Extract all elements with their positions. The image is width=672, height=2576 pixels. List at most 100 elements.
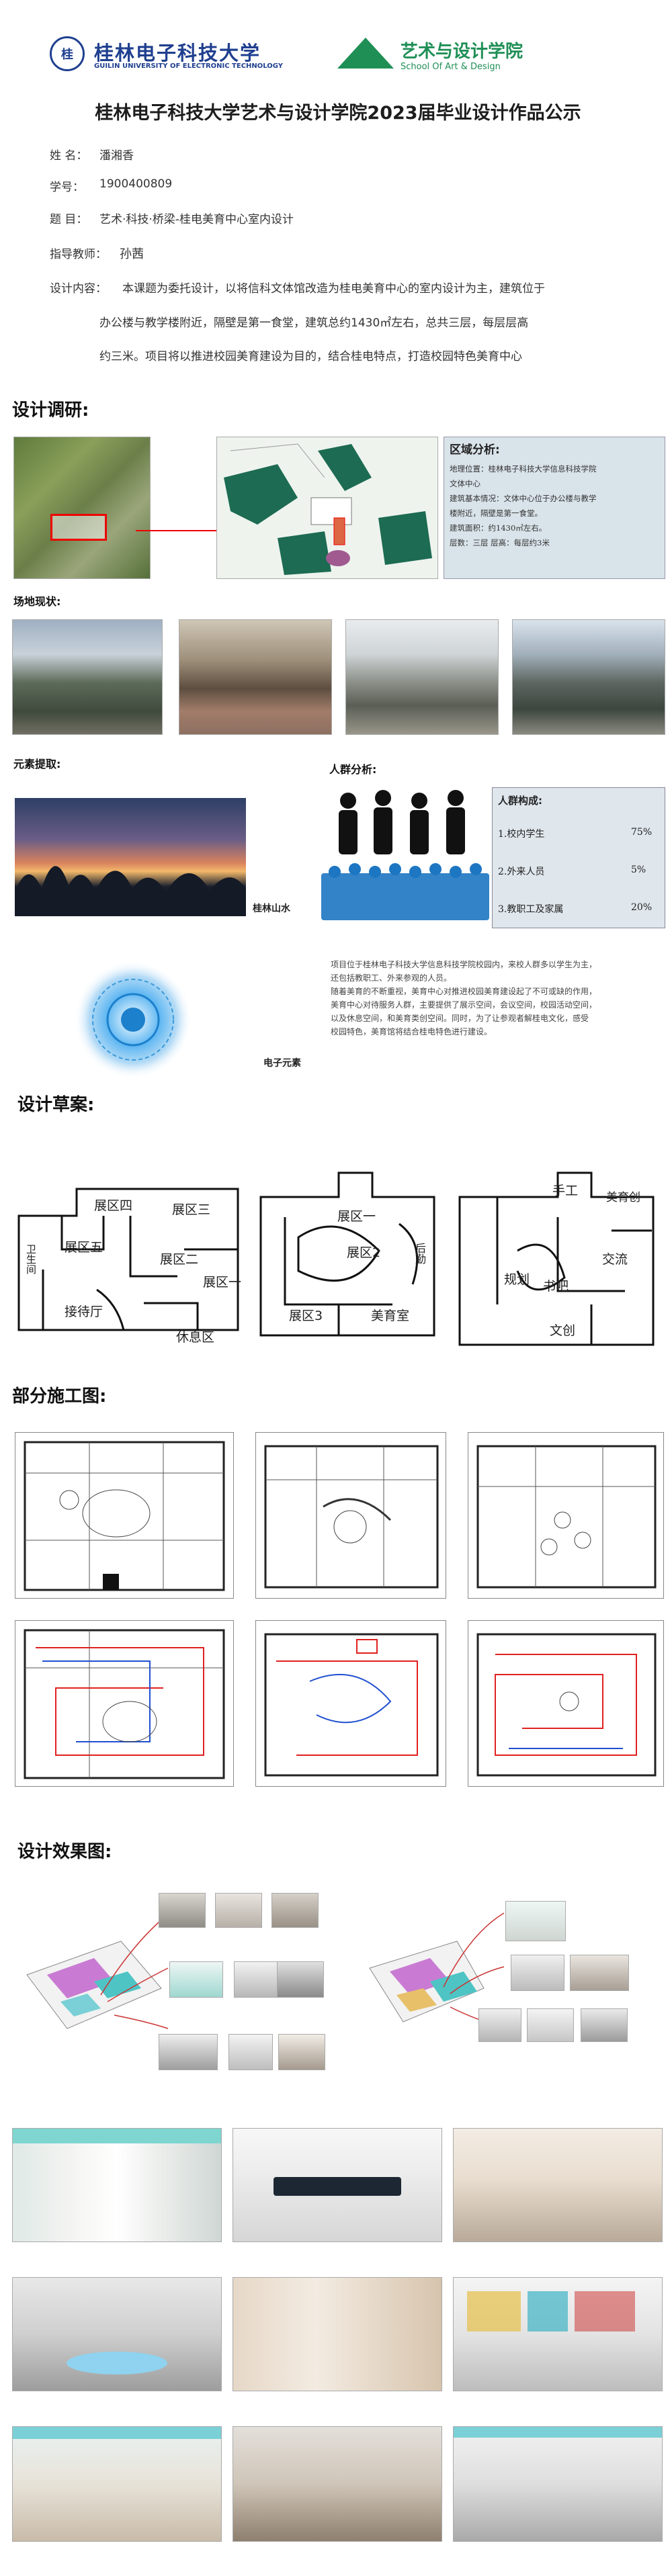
sketch-label: 展区三 xyxy=(172,1202,211,1217)
render-image xyxy=(12,2128,222,2242)
sketch-label: 展区一 xyxy=(203,1275,242,1290)
sketch-label: 展区一 xyxy=(337,1209,376,1224)
id-value: 1900400809 xyxy=(99,177,173,191)
name-value: 潘湘香 xyxy=(99,149,134,163)
university-name-en: GUILIN UNIVERSITY OF ELECTRONIC TECHNOLO… xyxy=(94,62,284,70)
electronic-element-label: 电子元素 xyxy=(263,1058,301,1069)
render-image xyxy=(12,2277,222,2391)
sketch-label: 美育室 xyxy=(371,1308,410,1323)
crowd-composition-box: 人群构成: 1.校内学生 75% 2.外来人员 5% 3.教职工及家属 20% xyxy=(492,787,665,928)
sketch-label: 文创 xyxy=(550,1323,576,1338)
render-thumb xyxy=(511,1955,564,1991)
construction-plan-2 xyxy=(255,1432,446,1599)
content-line-2: 办公楼与教学楼附近，隔壁是第一食堂，建筑总约1430㎡左右，总共三层，每层层高 xyxy=(99,316,529,330)
sketch-label: 规划 xyxy=(504,1272,530,1287)
id-label: 学号： xyxy=(50,181,84,194)
crowd-para-line: 还包括教职工、外来参观的人员。 xyxy=(331,973,452,983)
render-thumb xyxy=(215,1893,262,1928)
sketch-label: 展区二 xyxy=(160,1252,199,1267)
area-line: 层数：三层 层高：每层约3米 xyxy=(450,538,550,547)
crowd-item-label: 3.教职工及家属 xyxy=(498,904,564,915)
render-image xyxy=(453,2128,663,2242)
highlight-box xyxy=(50,514,107,541)
sketch-label: 手工 xyxy=(552,1184,579,1198)
floor-plan-graphic xyxy=(24,1441,225,1591)
element-extraction-title: 元素提取: xyxy=(13,758,61,770)
render-image xyxy=(233,2128,442,2242)
render-image xyxy=(453,2426,663,2542)
school-logo-icon xyxy=(337,38,394,69)
render-thumb xyxy=(505,1901,566,1941)
site-photo-1 xyxy=(12,619,163,735)
construction-plan-1 xyxy=(15,1432,234,1599)
area-line: 文体中心 xyxy=(450,479,480,488)
sketch-plan-3 xyxy=(458,1171,655,1346)
guilin-landscape-image xyxy=(15,798,246,916)
render-thumb xyxy=(527,2008,574,2042)
circulation-plan-3 xyxy=(468,1620,664,1787)
sketch-plan-1 xyxy=(17,1188,239,1331)
sketch-label: 休息区 xyxy=(176,1330,215,1345)
sketch-label: 接待厅 xyxy=(65,1304,103,1319)
electronic-element-graphic xyxy=(74,961,192,1079)
sketch-label: 展区四 xyxy=(94,1198,133,1213)
circulation-graphic xyxy=(476,1633,657,1777)
crowd-analysis-title: 人群分析: xyxy=(329,763,377,776)
site-photo-4 xyxy=(512,619,665,735)
mountain-silhouette-icon xyxy=(15,866,246,916)
render-thumb xyxy=(169,1961,223,1998)
render-thumb xyxy=(228,2034,273,2070)
render-thumb xyxy=(159,2034,218,2070)
render-thumb xyxy=(581,2008,628,2042)
render-thumb xyxy=(278,2034,325,2070)
content-line-1: 本课题为委托设计，以将信科文体馆改造为桂电美育中心的室内设计为主，建筑位于 xyxy=(122,282,545,296)
area-line: 地理位置：桂林电子科技大学信息科技学院 xyxy=(450,464,597,474)
render-thumb xyxy=(277,1961,324,1998)
sketch-label: 交流 xyxy=(602,1252,628,1267)
render-thumb xyxy=(271,1893,319,1928)
research-section-title: 设计调研: xyxy=(12,400,89,420)
content-label: 设计内容： xyxy=(50,282,107,296)
advisor-label: 指导教师： xyxy=(50,248,107,261)
area-analysis-box: 区域分析: 地理位置：桂林电子科技大学信息科技学院 文体中心 建筑基本情况：文体… xyxy=(444,437,665,579)
circulation-plan-2 xyxy=(255,1620,446,1787)
crowd-para-line: 以及休息空间，和美育类创空间。同时，为了让参观者解桂电文化，感受 xyxy=(331,1014,589,1023)
crowd-item-label: 1.校内学生 xyxy=(498,829,545,840)
school-name-cn: 艺术与设计学院 xyxy=(401,42,523,62)
render-image xyxy=(233,2426,442,2542)
area-line: 建筑基本情况：文体中心位于办公楼与教学 xyxy=(450,494,597,503)
satellite-map-image xyxy=(13,437,151,579)
site-photo-3 xyxy=(345,619,499,735)
render-section-title: 设计效果图: xyxy=(17,1842,112,1862)
area-analysis-title: 区域分析: xyxy=(450,443,500,457)
page-title: 桂林电子科技大学艺术与设计学院2023届毕业设计作品公示 xyxy=(95,103,581,124)
circulation-plan-1 xyxy=(15,1620,234,1787)
crowd-para-line: 项目位于桂林电子科技大学信息科技学院校园内，来校人群多以学生为主， xyxy=(331,960,597,969)
sketch-label: 展区2 xyxy=(347,1245,381,1260)
area-line: 建筑面积：约1430㎡左右。 xyxy=(450,523,547,533)
crowd-para-line: 随着美育的不断重视，美育中心对推进校园美育建设起了不可或缺的作用， xyxy=(331,987,597,996)
area-analysis-text: 地理位置：桂林电子科技大学信息科技学院 文体中心 建筑基本情况：文体中心位于办公… xyxy=(450,461,663,550)
sketch-label: 卫生间 xyxy=(25,1244,37,1274)
site-photo-2 xyxy=(179,619,332,735)
sketch-section-title: 设计草案: xyxy=(17,1095,95,1115)
crowd-composition-title: 人群构成: xyxy=(498,795,542,807)
campus-plan-image xyxy=(216,437,438,579)
site-status-title: 场地现状: xyxy=(13,595,61,608)
name-label: 姓 名： xyxy=(50,149,88,163)
circulation-graphic xyxy=(24,1629,225,1779)
pointer-arrow-icon xyxy=(136,527,222,535)
area-line: 楼附近，隔壁是第一食堂。 xyxy=(450,508,542,518)
crowd-item-pct: 75% xyxy=(631,827,653,838)
render-thumb xyxy=(478,2008,521,2042)
crowd-item-pct: 20% xyxy=(631,902,653,913)
university-name-cn: 桂林电子科技大学 xyxy=(94,42,261,64)
crowd-analysis-paragraph: 项目位于桂林电子科技大学信息科技学院校园内，来校人群多以学生为主， 还包括教职工… xyxy=(331,958,665,1038)
university-seal-icon: 桂 xyxy=(50,36,85,71)
content-line-3: 约三米。项目将以推进校园美育建设为目的，结合桂电特点，打造校园特色美育中心 xyxy=(99,350,522,363)
axonometric-plan-left xyxy=(26,1941,162,2029)
school-name-en: School Of Art & Design xyxy=(401,62,501,72)
crowd-para-line: 校园特色，美育馆将结合桂电特色进行建设。 xyxy=(331,1027,493,1036)
crowd-item-pct: 5% xyxy=(631,864,646,875)
topic-label: 题 目： xyxy=(50,213,88,226)
